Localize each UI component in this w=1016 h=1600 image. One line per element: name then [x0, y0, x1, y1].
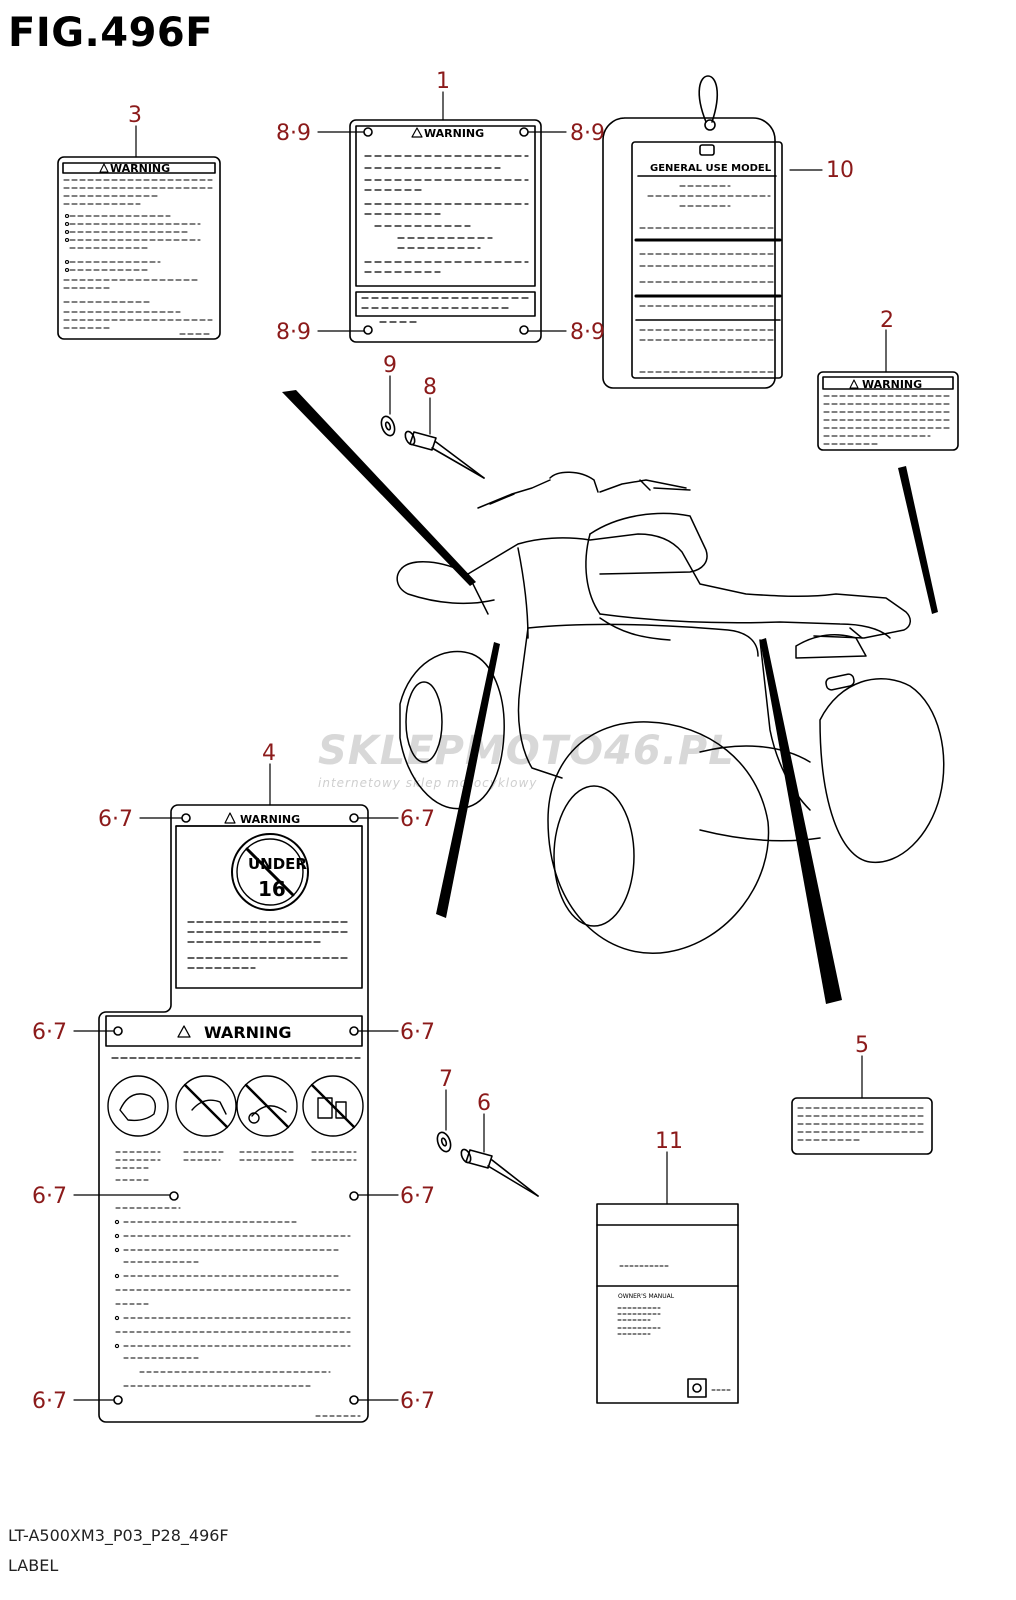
figure-name: LABEL: [8, 1556, 59, 1575]
callout-8-9: 8·9: [570, 320, 605, 345]
label-10-tag[interactable]: [602, 75, 783, 389]
callout-8-9: 8·9: [570, 121, 605, 146]
callout-6-7: 6·7: [400, 1389, 435, 1414]
label-4-warning[interactable]: [98, 804, 369, 1423]
watermark-text: SKLEPMOTO46.PL: [318, 728, 735, 774]
pointer-wedges: [282, 390, 938, 1004]
callout-6-7: 6·7: [98, 807, 133, 832]
label-3-warning[interactable]: [57, 156, 221, 340]
callout-4: 4: [262, 741, 276, 766]
watermark-subtext: internetowy sklep motocyklowy: [318, 776, 538, 790]
label-10-heading: GENERAL USE MODEL: [650, 163, 772, 174]
callout-11: 11: [655, 1129, 683, 1154]
callout-6-7: 6·7: [32, 1184, 67, 1209]
callout-6-7: 6·7: [400, 807, 435, 832]
callout-8: 8: [423, 375, 437, 400]
callout-8-9: 8·9: [276, 121, 311, 146]
label-texts: WARNING WARNING WARNING WARNING UNDER 16…: [110, 127, 922, 1300]
label-4-under-text: UNDER: [248, 855, 307, 873]
figure-title: FIG.496F: [8, 10, 214, 56]
callout-10: 10: [826, 158, 854, 183]
callout-8-9: 8·9: [276, 320, 311, 345]
callout-6-7: 6·7: [400, 1020, 435, 1045]
item-11-manual[interactable]: [596, 1203, 739, 1404]
label-1-warning[interactable]: [349, 119, 542, 343]
label-3-heading: WARNING: [110, 162, 170, 175]
item-11-title: OWNER'S MANUAL: [618, 1293, 675, 1300]
label-5[interactable]: [791, 1097, 933, 1155]
label-4-heading-top: WARNING: [240, 813, 300, 826]
label-2-warning[interactable]: [817, 371, 959, 451]
label-2-heading: WARNING: [862, 378, 922, 391]
callout-numbers: 1 2 3 4 5 6 7 8 9 10 11 8·9 8·9 8·9 8·9 …: [32, 69, 894, 1414]
callout-5: 5: [855, 1033, 869, 1058]
callout-3: 3: [128, 103, 142, 128]
callout-1: 1: [436, 69, 450, 94]
washer-9[interactable]: [379, 415, 397, 438]
callout-9: 9: [383, 353, 397, 378]
label-4-heading-main: WARNING: [204, 1023, 292, 1042]
callout-2: 2: [880, 308, 894, 333]
model-code: LT-A500XM3_P03_P28_496F: [8, 1526, 229, 1545]
callout-7: 7: [439, 1067, 453, 1092]
rivet-6[interactable]: [459, 1148, 539, 1197]
leader-lines: [73, 91, 887, 1401]
callout-6-7: 6·7: [400, 1184, 435, 1209]
callout-6-7: 6·7: [32, 1020, 67, 1045]
label-4-age-text: 16: [258, 877, 286, 901]
callout-6-7: 6·7: [32, 1389, 67, 1414]
rivet-8[interactable]: [403, 430, 485, 479]
washer-7[interactable]: [435, 1131, 453, 1154]
label-1-heading: WARNING: [424, 127, 484, 140]
callout-6: 6: [477, 1091, 491, 1116]
